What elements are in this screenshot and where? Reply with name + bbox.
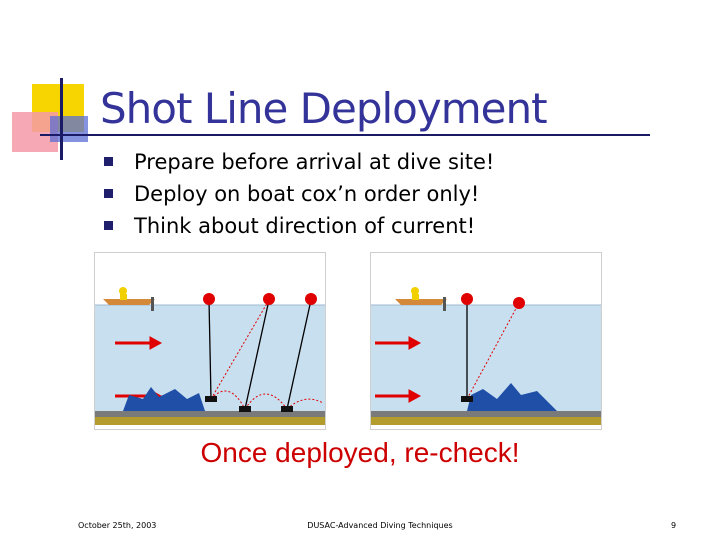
seabed-rock — [95, 411, 325, 417]
bullet-square-icon — [104, 188, 113, 198]
current-arrow-icon — [375, 336, 422, 403]
footer-page-number: 9 — [671, 521, 677, 530]
slide-title: Shot Line Deployment — [100, 84, 548, 133]
seabed-sand — [371, 417, 601, 425]
drift-lines — [210, 299, 324, 410]
boat-icon — [395, 287, 447, 311]
shot-lines — [208, 299, 312, 410]
recheck-callout: Once deployed, re-check! — [200, 437, 520, 468]
seabed-sand — [95, 417, 325, 425]
footer-date: October 25th, 2003 — [78, 521, 157, 530]
diagram-illustration — [371, 287, 601, 425]
footer-course-title: DUSAC-Advanced Diving Techniques — [307, 521, 453, 530]
bullet-square-icon — [104, 156, 113, 166]
buoy-icon — [203, 293, 317, 305]
bullet-item: Deploy on boat cox’n order only! — [100, 178, 494, 210]
diagram-illustration — [95, 287, 325, 425]
wreck-icon — [467, 383, 557, 411]
bullet-text: Prepare before arrival at dive site! — [134, 150, 495, 174]
bullet-item: Prepare before arrival at dive site! — [100, 146, 494, 178]
title-divider — [40, 134, 650, 136]
bullet-text: Deploy on boat cox’n order only! — [134, 182, 480, 206]
shot-weight-icon — [205, 396, 293, 412]
logo-blue-square — [50, 116, 88, 142]
seabed-rock — [371, 411, 601, 417]
shot-weight-icon — [461, 396, 473, 402]
bullet-item: Think about direction of current! — [100, 210, 494, 242]
slide-logo — [12, 78, 88, 160]
bullet-list: Prepare before arrival at dive site! Dep… — [100, 146, 494, 242]
shot-line-diagram-left — [94, 252, 326, 430]
boat-icon — [103, 287, 155, 311]
wreck-icon — [123, 387, 205, 411]
buoy-icon — [461, 293, 525, 309]
bullet-square-icon — [104, 220, 113, 230]
bullet-text: Think about direction of current! — [134, 214, 476, 238]
shot-line-diagram-right — [370, 252, 602, 430]
logo-vertical-bar — [60, 78, 63, 160]
